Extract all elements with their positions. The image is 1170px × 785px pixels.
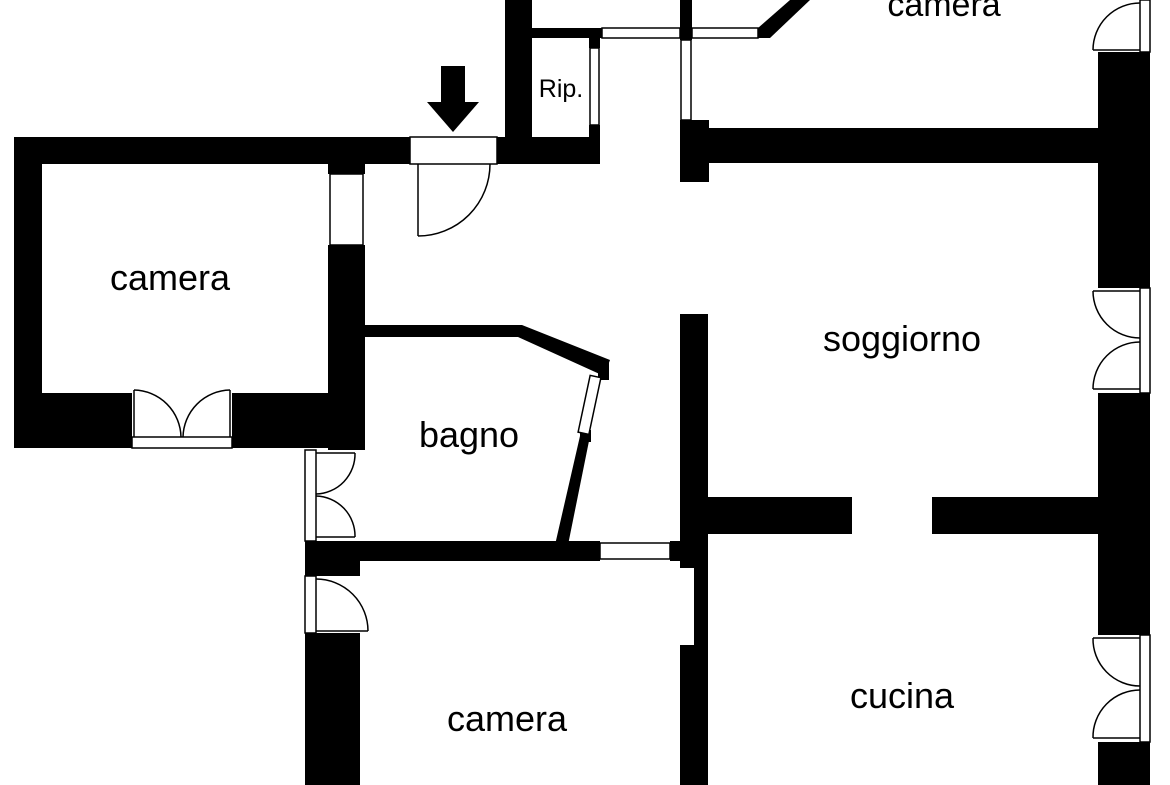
windows	[131, 0, 1151, 743]
wall-bagno-top	[365, 325, 610, 376]
window-left-camera-bottom	[131, 436, 233, 449]
window-rip	[589, 47, 600, 126]
window-left-camera	[329, 173, 364, 246]
door-bagno-swing-2	[315, 495, 356, 538]
door-right-3-swing-1	[1092, 637, 1141, 687]
wall-partition-left	[680, 497, 852, 534]
wall-bagno-diagonal	[555, 436, 590, 545]
door-bottom-camera-swing	[315, 578, 369, 632]
window-right-3	[1139, 634, 1151, 743]
wall-top-camera-bottom	[680, 128, 1150, 163]
wall-bottom-camera-left	[305, 633, 360, 785]
window-right-2	[1139, 287, 1151, 394]
wall-bagno-right-lower	[580, 430, 591, 442]
wall-bagno-bottom-left	[305, 541, 600, 561]
room-label-camera-bottom: camera	[447, 698, 568, 739]
room-label-soggiorno: soggiorno	[823, 318, 981, 359]
walls	[14, 0, 1150, 785]
window-top-camera-top	[691, 27, 759, 39]
window-bottom-camera-left	[304, 575, 317, 634]
wall-bottom-camera-thin	[694, 567, 708, 645]
wall-right-3	[1098, 742, 1150, 785]
window-bagno-bottom	[599, 542, 671, 560]
window-top-camera-left	[680, 39, 692, 121]
wall-left-camera-right-lower	[328, 245, 365, 450]
door-bagno-swing-1	[315, 452, 356, 495]
window-right-1	[1139, 0, 1151, 53]
door-entrance-swing	[417, 163, 491, 237]
room-label-camera-top: camera	[887, 0, 1000, 24]
wall-left-camera-right-upper	[328, 160, 365, 174]
window-bagno-left	[304, 449, 317, 542]
wall-top-camera-left-stub	[680, 0, 692, 40]
arrow-down-icon	[427, 66, 479, 132]
wall-left-camera-bottom-left	[14, 393, 132, 448]
window-entrance	[409, 136, 498, 165]
door-right-2-swing-2	[1092, 341, 1141, 390]
wall-bagno-right-upper	[598, 360, 609, 380]
wall-bottom-camera-right	[680, 645, 708, 785]
wall-bottom-camera-stub	[305, 541, 360, 576]
doors	[133, 2, 1141, 739]
door-right-3-swing-2	[1092, 689, 1141, 739]
door-right-2-swing-1	[1092, 290, 1141, 339]
room-label-camera-left: camera	[110, 257, 231, 298]
wall-rip-left	[505, 0, 532, 164]
wall-top-camera-diagonal	[758, 0, 810, 38]
wall-partition-right	[932, 497, 1150, 534]
wall-bottom-camera-right-stub	[680, 541, 708, 567]
room-label-cucina: cucina	[850, 675, 955, 716]
door-left-camera-swing-1	[133, 389, 182, 438]
room-label-bagno: bagno	[419, 414, 519, 455]
wall-left-camera-top	[14, 137, 410, 164]
window-bagno-right	[577, 374, 602, 436]
door-right-1-swing	[1092, 2, 1141, 51]
wall-top-corridor	[532, 28, 602, 38]
wall-right-1	[1098, 52, 1150, 288]
room-label-rip: Rip.	[539, 75, 583, 103]
wall-rip-right-lower	[589, 125, 600, 164]
door-left-camera-swing-2	[182, 389, 231, 438]
window-top-corridor	[601, 27, 681, 39]
